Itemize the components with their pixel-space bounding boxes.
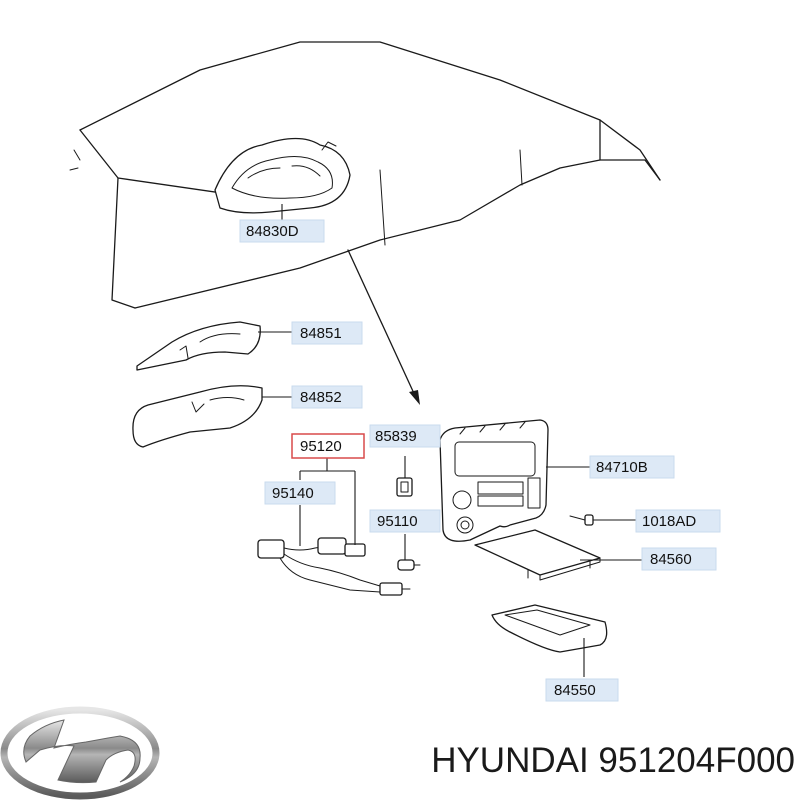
- part-84710B-drawing: [439, 419, 549, 542]
- part-number-84830D: 84830D: [246, 223, 299, 240]
- part-label-95120: 95120: [291, 433, 365, 459]
- part-label-84851: 84851: [291, 321, 363, 345]
- part-84851-drawing: [136, 321, 261, 371]
- part-label-1018AD: 1018AD: [635, 509, 721, 533]
- part-label-84852: 84852: [291, 385, 363, 409]
- part-1018AD-drawing: [569, 514, 594, 526]
- part-label-95140: 95140: [264, 481, 336, 505]
- part-caption: HYUNDAI 951204F000: [431, 741, 795, 780]
- part-number-84852: 84852: [300, 389, 342, 406]
- part-label-84560: 84560: [641, 547, 717, 571]
- part-number-84851: 84851: [300, 325, 342, 342]
- part-95140-drawing: [257, 537, 411, 596]
- part-label-85839: 85839: [369, 424, 441, 448]
- part-label-95110: 95110: [369, 509, 441, 533]
- assembly-arrow: [347, 249, 420, 405]
- part-label-84550: 84550: [545, 678, 619, 702]
- part-84550-drawing: [491, 604, 608, 653]
- part-85839-drawing: [396, 477, 413, 497]
- leader-lines: [258, 204, 642, 677]
- dashboard-panel-drawing: [69, 41, 661, 309]
- hyundai-logo-icon: [0, 706, 160, 800]
- part-84560-drawing: [474, 529, 601, 581]
- part-95110-drawing: [397, 559, 421, 571]
- part-number-1018AD: 1018AD: [642, 513, 696, 530]
- part-number-95120: 95120: [300, 438, 342, 455]
- part-label-84710B: 84710B: [589, 455, 675, 479]
- part-number-85839: 85839: [375, 428, 417, 445]
- part-84852-drawing: [132, 385, 263, 448]
- part-number-84710B: 84710B: [596, 459, 648, 476]
- part-label-84830D: 84830D: [239, 219, 325, 243]
- part-number-84550: 84550: [554, 682, 596, 699]
- part-number-95110: 95110: [377, 513, 418, 530]
- part-number-95140: 95140: [272, 485, 314, 502]
- part-number-84560: 84560: [650, 551, 692, 568]
